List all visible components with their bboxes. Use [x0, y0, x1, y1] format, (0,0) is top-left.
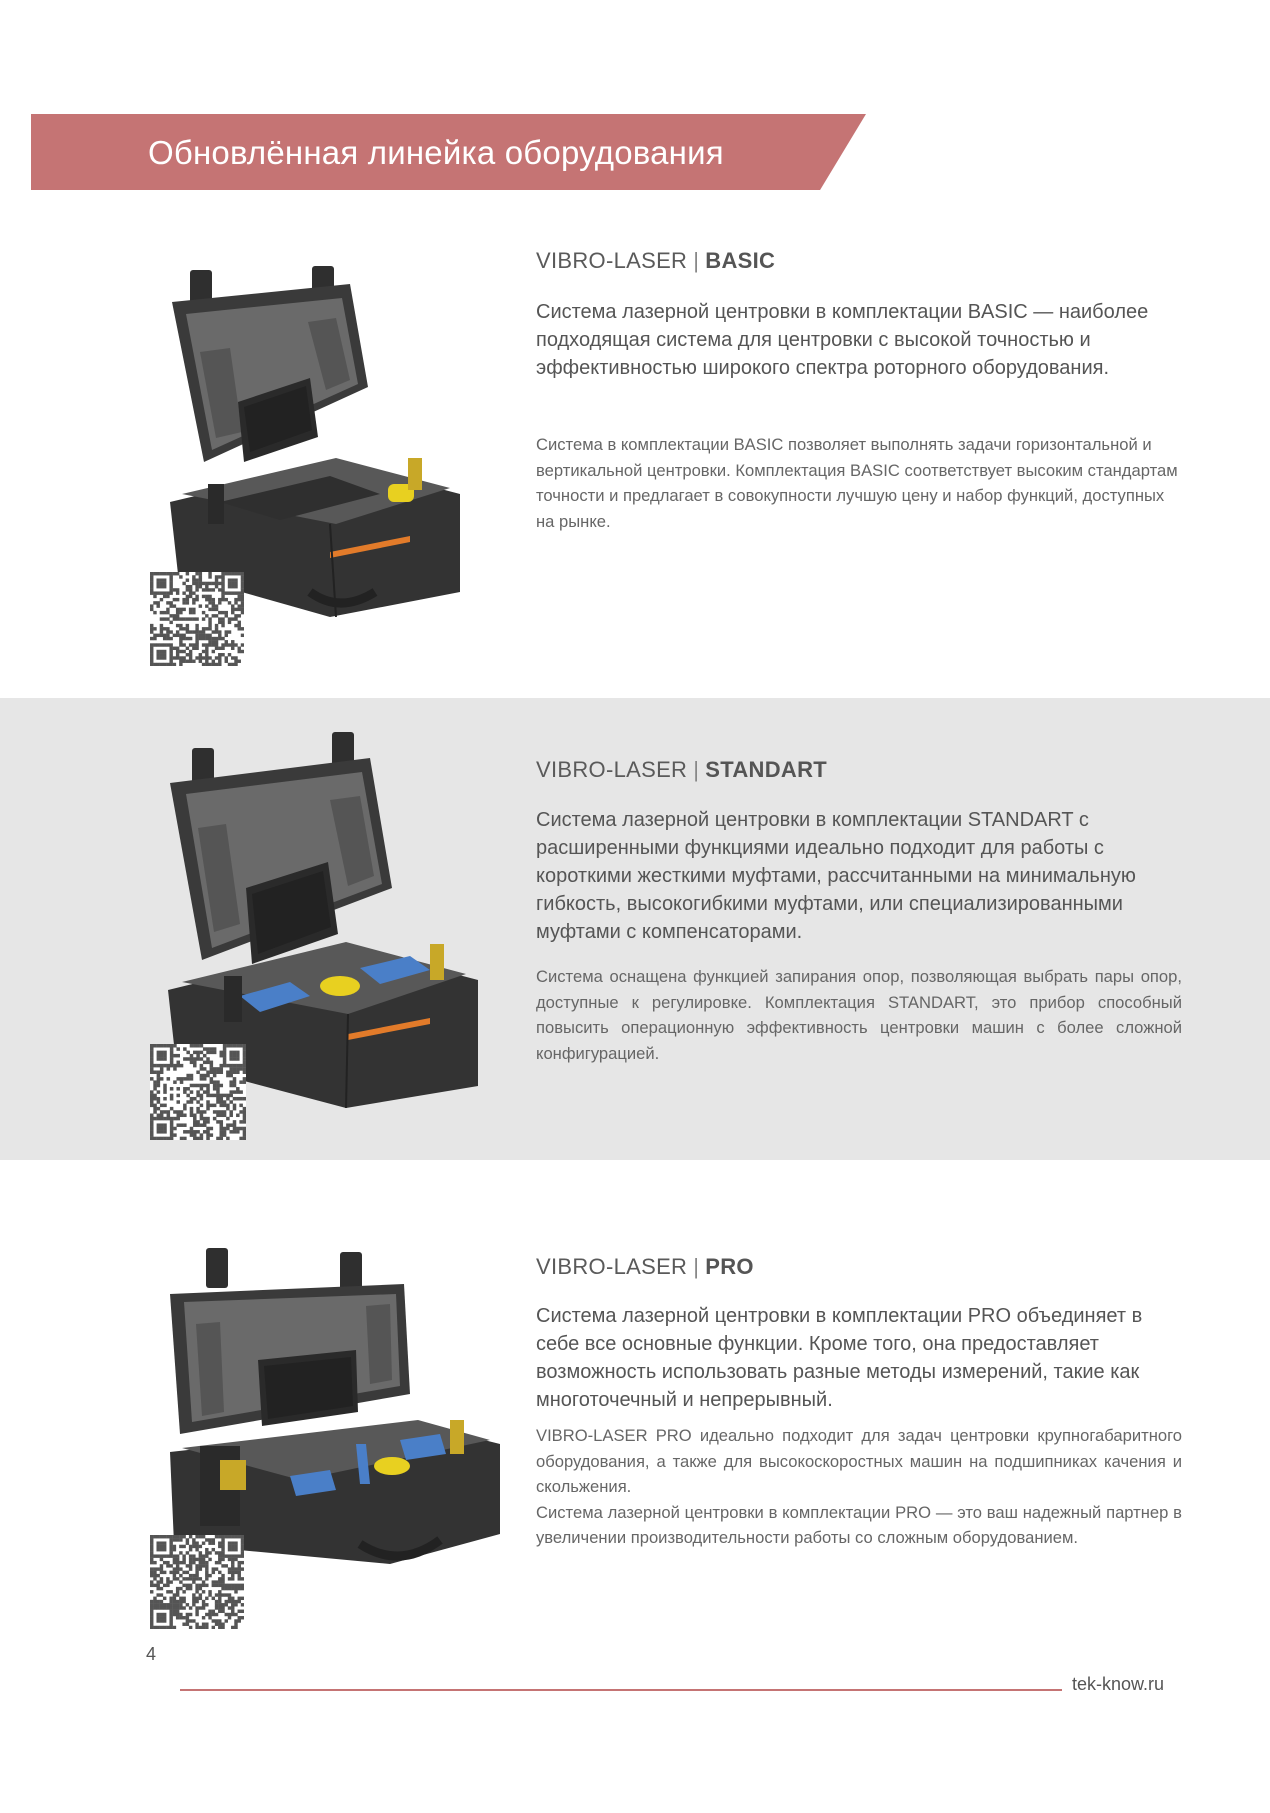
- product-lead-pro: Система лазерной центровки в комплектаци…: [536, 1305, 1143, 1411]
- product-lead-standart: Система лазерной центровки в комплектаци…: [536, 809, 1136, 943]
- product-image-basic: [170, 266, 460, 617]
- title-separator: |: [693, 757, 700, 782]
- page-number: 4: [146, 1644, 157, 1664]
- product-image-pro: [170, 1248, 500, 1564]
- footer-site-link[interactable]: tek-know.ru: [1072, 1674, 1165, 1694]
- product-title-basic: VIBRO-LASER|BASIC: [536, 248, 775, 274]
- product-brand: VIBRO-LASER: [536, 1254, 688, 1279]
- qr-code-pro: [150, 1535, 244, 1629]
- product-title-standart: VIBRO-LASER|STANDART: [536, 757, 827, 783]
- product-description-pro: VIBRO-LASER PRO идеально подходит для за…: [536, 1423, 1182, 1551]
- product-brand: VIBRO-LASER: [536, 248, 688, 273]
- description-paragraph: Система лазерной центровки в комплектаци…: [536, 1502, 1182, 1548]
- title-separator: |: [693, 1254, 700, 1279]
- description-paragraph: VIBRO-LASER PRO идеально подходит для за…: [536, 1426, 1182, 1496]
- qr-code-basic: [150, 572, 244, 666]
- product-description-basic: Система в комплектации BASIC позволяет в…: [536, 432, 1182, 534]
- product-description-standart: Система оснащена функцией запирания опор…: [536, 964, 1182, 1066]
- title-separator: |: [693, 248, 700, 273]
- qr-code-standart: [150, 1044, 246, 1140]
- product-model: STANDART: [705, 757, 828, 782]
- product-model: BASIC: [705, 248, 776, 273]
- footer-divider: [180, 1689, 1062, 1691]
- header-banner: [31, 114, 866, 190]
- product-brand: VIBRO-LASER: [536, 757, 688, 782]
- product-title-pro: VIBRO-LASER|PRO: [536, 1254, 754, 1280]
- product-model: PRO: [705, 1254, 754, 1279]
- description-paragraph: Система оснащена функцией запирания опор…: [536, 967, 1182, 1063]
- description-paragraph: Система в комплектации BASIC позволяет в…: [536, 435, 1178, 531]
- page-title: Обновлённая линейка оборудования: [148, 134, 724, 171]
- product-lead-basic: Система лазерной центровки в комплектаци…: [536, 301, 1149, 379]
